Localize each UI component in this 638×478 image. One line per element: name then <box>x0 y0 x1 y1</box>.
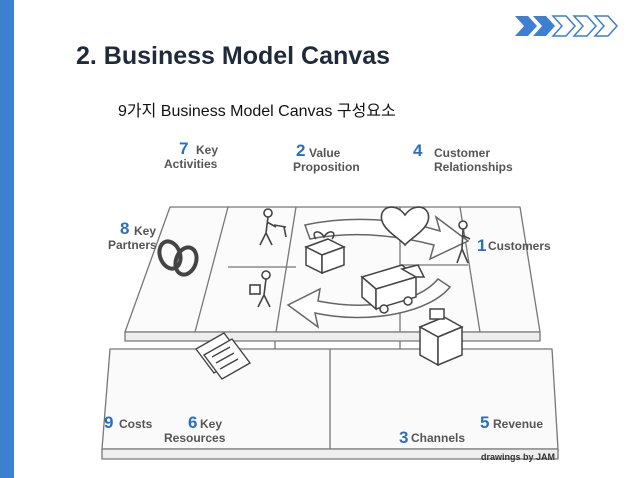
block-number-key-resources: 6 <box>188 413 198 432</box>
slide-title: 2. Business Model Canvas <box>76 42 391 70</box>
invoice-documents-icon <box>194 332 252 380</box>
block-label-customers: Customers <box>488 239 551 253</box>
chevron-icon-3 <box>551 15 577 37</box>
block-label-line: Value <box>309 146 341 160</box>
canvas-board-edge <box>124 331 541 342</box>
drawing-credit: drawings by JAM <box>481 452 556 462</box>
heart-icon <box>380 206 430 247</box>
block-label-channels: Channels <box>411 431 466 445</box>
block-label-line: Activities <box>164 157 218 171</box>
chevron-icon-2 <box>533 16 555 36</box>
block-label-revenue: Revenue <box>493 417 544 431</box>
customer-figure <box>456 220 471 264</box>
chevron-icon-5 <box>593 15 619 37</box>
block-label-line: Key <box>196 143 219 157</box>
business-model-canvas-illustration <box>101 206 559 460</box>
block-label-key-partners: Key Partners <box>108 224 157 252</box>
block-label-value-proposition: Value Proposition <box>293 146 360 174</box>
block-label-key-resources: Key Resources <box>164 417 225 445</box>
block-number-costs: 9 <box>104 413 114 432</box>
block-label-line: Key <box>134 224 157 238</box>
block-number-revenue: 5 <box>480 413 490 432</box>
partnership-rings-icon <box>157 239 199 277</box>
block-number-key-partners: 8 <box>120 219 130 238</box>
block-label-line: Relationships <box>434 160 513 174</box>
left-accent-bar <box>0 0 14 478</box>
block-label-line: Resources <box>164 431 226 445</box>
chevron-decoration <box>515 15 619 37</box>
block-label-line: Key <box>200 417 223 431</box>
block-label-line: Customer <box>434 146 491 160</box>
block-number-customer-relationships: 4 <box>413 141 423 160</box>
block-label-costs: Costs <box>119 417 153 431</box>
slide-subtitle: 9가지 Business Model Canvas 구성요소 <box>118 103 396 120</box>
block-label-key-activities: Key Activities <box>164 143 218 171</box>
value-arrow <box>304 215 470 261</box>
cash-register-icon <box>418 308 464 367</box>
block-number-key-activities: 7 <box>179 139 189 158</box>
chevron-icon-1 <box>515 16 537 36</box>
block-label-line: Partners <box>108 238 157 252</box>
canvas-lower-slab-edge <box>101 448 559 460</box>
block-label-line: Proposition <box>293 160 360 174</box>
worker-figure-activities <box>259 208 287 246</box>
chevron-icon-4 <box>572 15 598 37</box>
block-number-channels: 3 <box>399 428 409 447</box>
block-number-customers: 1 <box>477 236 487 255</box>
block-label-customer-relationships: Customer Relationships <box>434 146 513 174</box>
gift-box-icon <box>304 231 346 275</box>
block-number-value-proposition: 2 <box>296 141 306 160</box>
worker-figure-resources <box>249 270 271 308</box>
truck-icon <box>360 264 426 314</box>
